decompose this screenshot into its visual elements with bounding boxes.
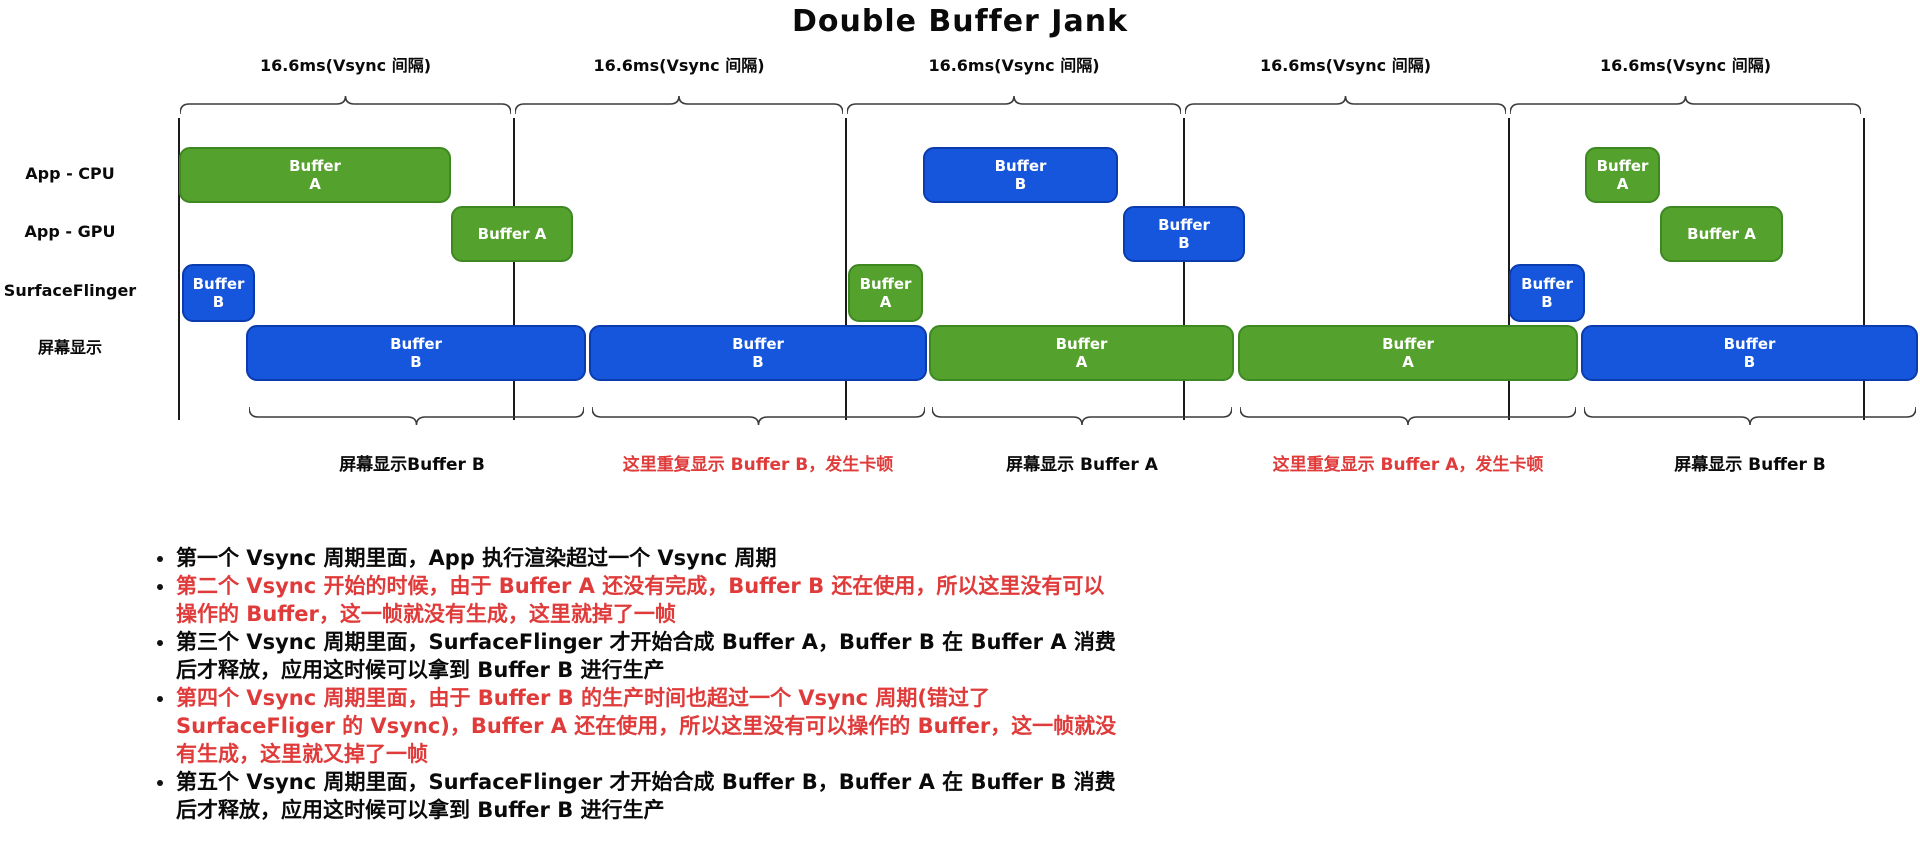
timeline-block-label: B [1014,175,1027,193]
vsync-interval-brace [847,96,1181,114]
timeline-block-label: Buffer [1723,334,1776,353]
timeline-block-label: Buffer [1158,215,1210,234]
vsync-interval-label: 16.6ms(Vsync 间隔) [1599,56,1772,75]
vsync-line [513,118,515,420]
vsync-line [1863,118,1865,420]
display-span-label: 屏幕显示Buffer B [339,455,485,475]
note-item: 第五个 Vsync 周期里面，SurfaceFlinger 才开始合成 Buff… [176,768,1121,824]
vsync-interval-brace [515,96,843,114]
vsync-interval-brace [1185,96,1506,114]
vsync-interval-label: 16.6ms(Vsync 间隔) [928,56,1100,75]
timeline-block-label: B [1541,293,1553,311]
timeline-block-label: B [410,353,422,371]
vsync-interval-label: 16.6ms(Vsync 间隔) [1259,56,1432,75]
vsync-line [845,118,847,420]
timeline-block-label: Buffer [994,156,1047,175]
timeline-block-label: Buffer [390,334,442,353]
vsync-line [178,118,180,420]
vsync-line [1508,118,1510,420]
vsync-interval-label: 16.6ms(Vsync 间隔) [593,56,765,75]
timeline-block-label: Buffer A [1687,224,1756,243]
timeline-block-label: Buffer A [477,224,547,243]
timeline-block-label: B [752,353,764,371]
note-item: 第二个 Vsync 开始的时候，由于 Buffer A 还没有完成，Buffer… [176,572,1121,628]
timeline-block-label: Buffer [1382,334,1434,353]
timeline-block-label: B [212,293,225,311]
display-span-label: 这里重复显示 Buffer A，发生卡顿 [1272,455,1544,475]
diagram-title: Double Buffer Jank [791,4,1129,39]
notes-list: 第一个 Vsync 周期里面，App 执行渲染超过一个 Vsync 周期第二个 … [150,544,1121,824]
row-label-gpu: App - GPU [24,222,116,241]
vsync-interval-label: 16.6ms(Vsync 间隔) [259,56,432,75]
note-item: 第四个 Vsync 周期里面，由于 Buffer B 的生产时间也超过一个 Vs… [176,684,1121,768]
timeline-block-label: A [1402,353,1414,371]
display-span-brace [1240,407,1576,425]
timeline-block-label: Buffer [1596,156,1649,175]
timeline-block-label: A [309,175,321,193]
timeline-block-label: B [1178,234,1190,252]
display-span-label: 这里重复显示 Buffer B，发生卡顿 [622,455,894,475]
timeline-block-label: Buffer [732,334,784,353]
timeline-block-label: B [1743,353,1756,371]
timeline-block-label: Buffer [1055,334,1108,353]
display-span-brace [1584,407,1916,425]
row-label-cpu: App - CPU [25,164,115,183]
note-item: 第三个 Vsync 周期里面，SurfaceFlinger 才开始合成 Buff… [176,628,1121,684]
row-label-sf: SurfaceFlinger [3,281,137,300]
timeline-block-label: A [879,293,892,311]
timeline-block-label: Buffer [289,156,341,175]
display-span-brace [249,407,584,425]
vsync-interval-brace [180,96,511,114]
timeline-block-label: Buffer [192,274,245,293]
display-span-label: 屏幕显示 Buffer A [1006,455,1158,475]
display-span-brace [932,407,1232,425]
vsync-line [1183,118,1185,420]
display-span-brace [592,407,925,425]
timeline-block-label: A [1075,353,1088,371]
timeline-block-gpu: Buffer A [1660,206,1783,262]
timeline-block-label: Buffer [1521,274,1573,293]
row-label-display: 屏幕显示 [37,338,102,357]
timeline-block-gpu: Buffer A [451,206,573,262]
display-span-label: 屏幕显示 Buffer B [1674,455,1826,475]
note-item: 第一个 Vsync 周期里面，App 执行渲染超过一个 Vsync 周期 [176,544,1121,572]
timeline-block-label: Buffer [859,274,912,293]
timeline-block-label: A [1616,175,1629,193]
vsync-interval-brace [1510,96,1861,114]
